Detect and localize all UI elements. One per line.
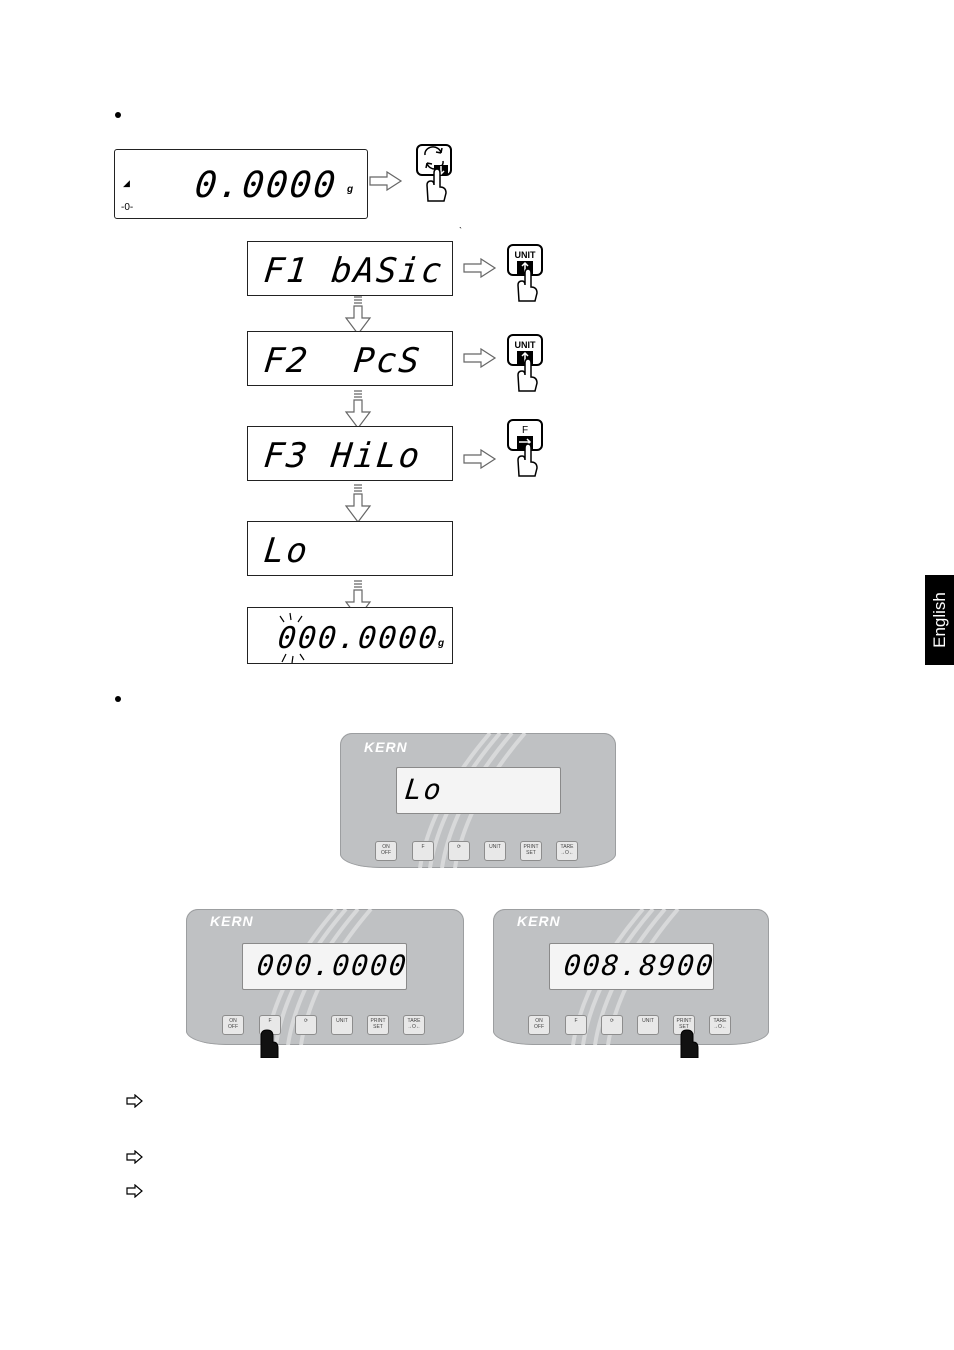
unit-up-key-icon[interactable]: UNIT: [505, 243, 547, 303]
tare-down-key[interactable]: ⟳: [295, 1015, 317, 1035]
menu-text: F3 HiLo: [261, 436, 424, 476]
tare-down-key[interactable]: ⟳: [448, 841, 470, 861]
tick-mark: `: [459, 226, 462, 236]
kern-panel-right: KERN 008.8900 ON OFF F ⟳ UNIT PRINT SET …: [493, 909, 769, 1045]
language-tab-label: English: [929, 592, 949, 648]
menu-display-lo: Lo: [247, 521, 453, 576]
panel-display: Lo: [396, 767, 561, 814]
menu-display-f3: F3 HiLo: [247, 426, 453, 481]
kern-logo: KERN: [364, 739, 408, 755]
tare-esc-key[interactable]: TARE →O←: [556, 841, 578, 861]
pressing-finger-icon: [680, 1029, 699, 1058]
kern-panel-lo: KERN Lo ON OFF F ⟳ UNIT PRINT SET TARE →…: [340, 733, 616, 868]
print-set-key[interactable]: PRINT SET: [367, 1015, 389, 1035]
limit-entry-display: 000.0000 g: [247, 607, 453, 664]
tare-down-key[interactable]: ⟳: [601, 1015, 623, 1035]
key-label: UNIT: [515, 340, 536, 350]
on-off-key[interactable]: ON OFF: [528, 1015, 550, 1035]
panel-display-text: 008.8900: [562, 949, 717, 982]
kern-logo: KERN: [517, 913, 561, 929]
panel-display-text: Lo: [403, 773, 445, 806]
arrow-right-icon: [369, 170, 403, 192]
bullet-1: [115, 112, 121, 118]
menu-display-f2: F2 PcS: [247, 331, 453, 386]
on-off-key[interactable]: ON OFF: [222, 1015, 244, 1035]
on-off-key[interactable]: ON OFF: [375, 841, 397, 861]
weighing-display: ◢ -0- 0.0000 g: [114, 149, 368, 219]
menu-text: Lo: [261, 531, 312, 571]
result-arrow-icon: [126, 1150, 143, 1164]
print-set-key[interactable]: PRINT SET: [520, 841, 542, 861]
weight-value: 0.0000: [192, 165, 340, 206]
panel-display: 000.0000: [242, 943, 410, 990]
pressing-finger-icon: [260, 1029, 279, 1058]
menu-text: F2 PcS: [261, 341, 424, 381]
limit-value: 000.0000: [276, 621, 441, 656]
bullet-2: [115, 696, 121, 702]
unit-key[interactable]: UNIT: [484, 841, 506, 861]
unit-label: g: [347, 184, 354, 195]
panel-display: 008.8900: [549, 943, 717, 990]
stability-indicator: ◢: [123, 178, 130, 188]
tare-esc-key[interactable]: TARE →O←: [709, 1015, 731, 1035]
key-label: F: [522, 425, 528, 436]
kern-logo: KERN: [210, 913, 254, 929]
blink-indicator-icon: [279, 612, 305, 664]
arrow-right-icon: [463, 448, 497, 470]
kern-panel-left: KERN 000.0000 ON OFF F ⟳ UNIT PRINT SET …: [186, 909, 464, 1045]
result-arrow-icon: [126, 1094, 143, 1108]
panel-display-text: 000.0000: [255, 949, 410, 982]
zero-indicator: -0-: [121, 202, 134, 213]
tare-esc-key[interactable]: TARE →O←: [403, 1015, 425, 1035]
menu-text: F1 bASic: [261, 251, 446, 291]
unit-key[interactable]: UNIT: [637, 1015, 659, 1035]
language-tab: English: [925, 575, 954, 665]
arrow-down-icon: [344, 484, 372, 523]
tare-down-key-icon[interactable]: [414, 143, 456, 203]
result-arrow-icon: [126, 1184, 143, 1198]
unit-label: g: [438, 638, 445, 649]
unit-up-key-icon[interactable]: UNIT: [505, 333, 547, 393]
arrow-down-icon: [344, 296, 372, 335]
menu-display-f1: F1 bASic: [247, 241, 453, 296]
f-key[interactable]: F: [412, 841, 434, 861]
f-right-key-icon[interactable]: F: [505, 418, 547, 478]
arrow-right-icon: [463, 257, 497, 279]
unit-key[interactable]: UNIT: [331, 1015, 353, 1035]
f-key[interactable]: F: [565, 1015, 587, 1035]
arrow-right-icon: [463, 347, 497, 369]
arrow-down-icon: [344, 390, 372, 429]
key-label: UNIT: [515, 250, 536, 260]
